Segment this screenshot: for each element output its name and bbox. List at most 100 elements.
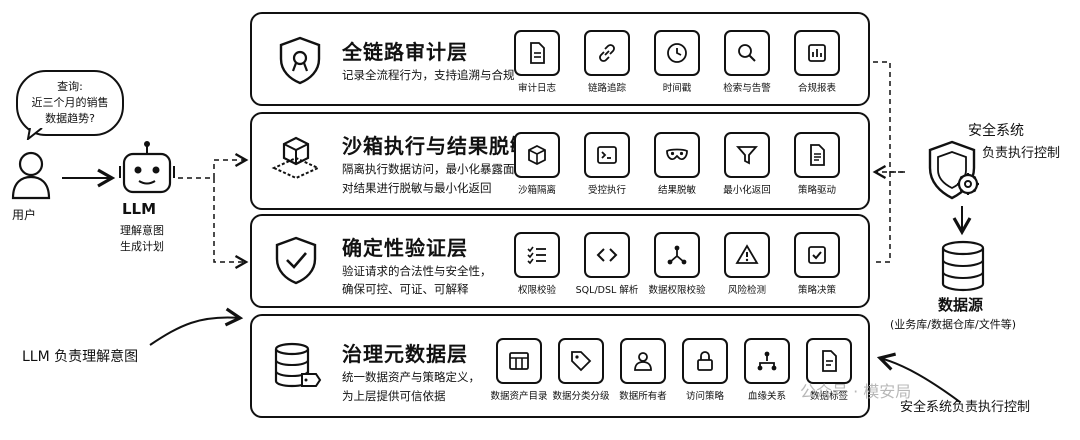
chip-sandbox-isolation xyxy=(514,132,560,178)
layer-sandbox: 沙箱执行与结果脱敏层 隔离执行数据访问，最小化暴露面 对结果进行脱敏与最小化返回… xyxy=(250,112,870,210)
user-label: 用户 xyxy=(12,208,37,222)
layer-title: 治理元数据层 xyxy=(342,342,468,366)
llm-note: LLM 负责理解意图 xyxy=(22,349,139,365)
bar-chart-icon xyxy=(808,44,826,62)
chip-label: 链路追踪 xyxy=(587,83,626,94)
document-icon xyxy=(530,42,545,64)
shield-gear-icon xyxy=(928,140,979,200)
layer-audit: 全链路审计层 记录全流程行为，支持追溯与合规 审计日志 链路追踪 时间戳 检索与… xyxy=(250,12,870,106)
layer-desc-1: 验证请求的合法性与安全性， xyxy=(342,264,492,278)
chip-label: 合规报表 xyxy=(797,83,836,94)
chip-owner xyxy=(620,338,666,384)
code-brackets-icon xyxy=(596,248,618,262)
bubble-tail xyxy=(26,128,43,140)
chip-label: 数据资产目录 xyxy=(490,391,548,402)
chip-controlled-exec xyxy=(584,132,630,178)
chip-label: 沙箱隔离 xyxy=(517,185,556,196)
user-icon xyxy=(11,151,51,200)
security-line-1: 安全系统 xyxy=(968,123,1024,139)
label-doc-icon xyxy=(822,350,837,372)
layer-desc-2: 为上层提供可信依据 xyxy=(342,389,446,403)
chip-label: 审计日志 xyxy=(517,83,556,94)
chip-risk-detect xyxy=(724,232,770,278)
chip-label: 策略决策 xyxy=(797,285,836,296)
chip-label: 风险检测 xyxy=(727,285,766,296)
layer-title: 确定性验证层 xyxy=(342,236,468,260)
layer-title: 全链路审计层 xyxy=(342,40,468,64)
person-icon xyxy=(634,352,652,371)
chip-audit-log xyxy=(514,30,560,76)
chip-label: 策略驱动 xyxy=(797,185,836,196)
llm-line-2: 生成计划 xyxy=(120,240,164,253)
database-tag-icon xyxy=(270,340,322,396)
datasource-title: 数据源 xyxy=(938,296,984,314)
llm-line-1: 理解意图 xyxy=(120,224,164,237)
chip-lineage xyxy=(744,338,790,384)
layer-desc-2: 对结果进行脱敏与最小化返回 xyxy=(342,181,492,195)
checkbox-icon xyxy=(808,246,826,264)
layer-desc-1: 隔离执行数据访问，最小化暴露面 xyxy=(342,162,515,176)
graph-icon xyxy=(667,245,687,265)
padlock-icon xyxy=(697,351,713,371)
lineage-icon xyxy=(757,351,777,371)
layer-verification: 确定性验证层 验证请求的合法性与安全性， 确保可控、可证、可解释 权限校验 SQ… xyxy=(250,214,870,308)
security-line-2: 负责执行控制 xyxy=(982,146,1061,161)
chip-minimal-return xyxy=(724,132,770,178)
chip-sql-parse xyxy=(584,232,630,278)
chip-label: 数据权限校验 xyxy=(648,285,706,296)
chip-access-policy xyxy=(682,338,728,384)
chip-classification xyxy=(558,338,604,384)
sandbox-cube-icon xyxy=(270,132,322,188)
chip-label: 结果脱敏 xyxy=(657,185,696,196)
layer-desc-1: 统一数据资产与策略定义， xyxy=(342,370,480,384)
chip-asset-catalog xyxy=(496,338,542,384)
chip-policy-driven xyxy=(794,132,840,178)
chip-data-permission xyxy=(654,232,700,278)
shield-check-icon xyxy=(270,234,322,290)
chip-search-alert xyxy=(724,30,770,76)
shield-lock-icon xyxy=(274,34,326,90)
link-icon xyxy=(599,44,615,62)
terminal-icon xyxy=(597,146,617,164)
chip-label: 血缘关系 xyxy=(747,391,786,402)
cube-icon xyxy=(528,144,546,166)
chip-desensitize xyxy=(654,132,700,178)
chip-label: 数据分类分级 xyxy=(552,391,610,402)
chip-label: 访问策略 xyxy=(685,391,724,402)
chip-label: 受控执行 xyxy=(587,185,626,196)
chip-label: 数据标签 xyxy=(809,391,848,402)
layer-desc-2: 确保可控、可证、可解释 xyxy=(342,282,469,296)
chip-label: 时间戳 xyxy=(662,83,692,94)
robot-icon xyxy=(119,141,175,194)
magnifier-icon xyxy=(738,44,756,62)
chip-compliance-report xyxy=(794,30,840,76)
tag-icon xyxy=(571,351,592,372)
bubble-line-1: 查询: xyxy=(57,80,83,93)
chip-label: 检索与告警 xyxy=(723,83,771,94)
user-speech-bubble: 查询: 近三个月的销售 数据趋势? xyxy=(16,70,124,136)
mask-icon xyxy=(666,148,688,161)
policy-doc-icon xyxy=(810,144,825,166)
database-icon xyxy=(941,240,985,292)
chip-policy-decision xyxy=(794,232,840,278)
chip-permission-check xyxy=(514,232,560,278)
chip-label: 权限校验 xyxy=(517,285,556,296)
security-note: 安全系统负责执行控制 xyxy=(900,400,1031,415)
layer-desc-1: 记录全流程行为，支持追溯与合规 xyxy=(342,68,515,82)
funnel-icon xyxy=(736,146,758,165)
table-icon xyxy=(509,352,529,370)
layer-governance: 治理元数据层 统一数据资产与策略定义， 为上层提供可信依据 数据资产目录 数据分… xyxy=(250,314,870,418)
bubble-line-2: 近三个月的销售 xyxy=(31,96,109,109)
datasource-subtitle: (业务库/数据仓库/文件等) xyxy=(890,318,1016,331)
chip-label: SQL/DSL 解析 xyxy=(575,285,639,296)
watermark: 公众号 · 模安局 xyxy=(800,382,912,401)
chip-label: 数据所有者 xyxy=(619,391,667,402)
chip-trace xyxy=(584,30,630,76)
bubble-line-3: 数据趋势? xyxy=(45,112,95,125)
chip-timestamp xyxy=(654,30,700,76)
chip-data-label xyxy=(806,338,852,384)
warning-icon xyxy=(735,244,759,264)
llm-title: LLM xyxy=(122,200,157,218)
clock-icon xyxy=(667,43,687,63)
